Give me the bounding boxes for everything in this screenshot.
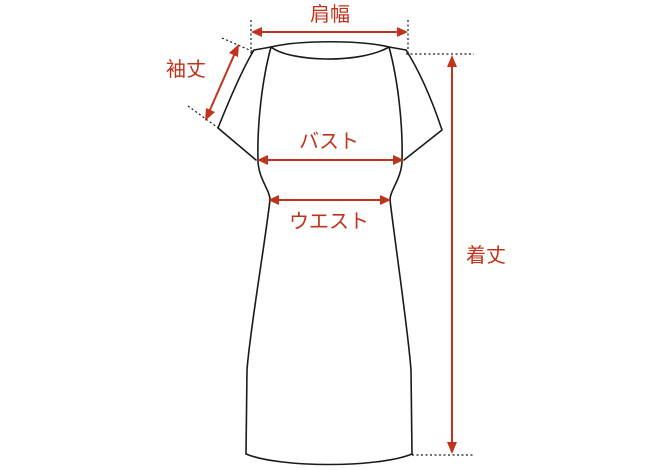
shoulder-width-measure [251, 27, 408, 37]
dress-outline [217, 40, 443, 466]
right-raglan-seam [388, 46, 403, 161]
arrowhead-bottom [205, 108, 215, 121]
neckline-back [270, 40, 390, 48]
total-length-label: 着丈 [466, 243, 506, 267]
left-shoulder-seam [253, 46, 272, 51]
waist-measure [268, 195, 391, 205]
sleeve-guide-top [221, 37, 255, 53]
arrowhead-left [268, 195, 279, 205]
sleeve-guide-bottom [187, 105, 222, 131]
guide-lines [187, 20, 474, 456]
shoulder-width-label: 肩幅 [310, 2, 350, 26]
sleeve-length-label: 袖丈 [166, 57, 206, 81]
arrowhead-right [393, 155, 404, 165]
neckline-front [270, 46, 390, 60]
total-length-measure [447, 55, 457, 454]
arrowhead-bottom [447, 442, 457, 454]
right-shoulder-seam [388, 46, 407, 51]
right-body-side [389, 159, 413, 455]
bust-measure [257, 155, 404, 165]
left-raglan-seam [257, 46, 272, 161]
bust-label: バスト [299, 129, 359, 153]
arrowhead-right [380, 195, 391, 205]
arrowhead-top [229, 44, 239, 57]
waist-label: ウエスト [289, 209, 369, 233]
arrowhead-right [397, 27, 408, 37]
hem [245, 453, 413, 466]
left-sleeve [217, 49, 257, 161]
arrowhead-top [447, 55, 457, 67]
arrowhead-left [251, 27, 262, 37]
right-sleeve [403, 49, 443, 161]
arrowhead-left [257, 155, 268, 165]
sleeve-length-measure [205, 44, 239, 121]
left-body-side [245, 159, 271, 455]
